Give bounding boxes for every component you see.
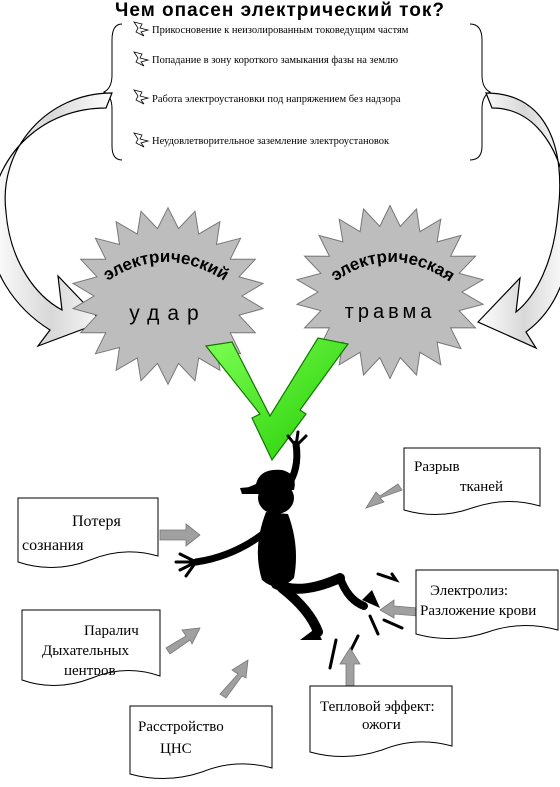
- starburst-electric-shock: [71, 206, 265, 386]
- effect-box-cns: [129, 705, 273, 780]
- person-figure-icon: [174, 430, 404, 670]
- pointer-arrow-icon: [365, 483, 403, 509]
- green-arrow-icon: [204, 337, 350, 462]
- cause-item: Прикосновение к неизолированным токоведу…: [152, 25, 409, 36]
- curved-arrow-icon: [476, 92, 560, 350]
- effect-box-electrolysis: [415, 569, 559, 640]
- effect-electrolysis-line2: Разложение крови: [420, 603, 537, 619]
- effect-cns-line1: Расстройство: [138, 719, 224, 735]
- pointer-arrow-icon: [219, 659, 249, 699]
- list-brace-right: [469, 23, 492, 161]
- pointer-arrow-icon: [165, 627, 201, 655]
- cause-item: Неудовлетворительное заземление электроу…: [152, 136, 390, 147]
- effect-box-thermal: [309, 685, 453, 758]
- effect-electrolysis-line1: Электролиз:: [430, 583, 509, 599]
- effect-consciousness-line2: сознания: [22, 537, 84, 554]
- starburst-electric-injury: [295, 204, 485, 380]
- cause-item: Попадание в зону короткого замыкания фаз…: [152, 55, 399, 66]
- starburst-2-bottom-label: травма: [345, 301, 436, 323]
- effect-tissue-line1: Разрыв: [414, 459, 460, 475]
- effect-paralysis-line1: Паралич: [84, 623, 139, 639]
- pointer-arrow-icon: [159, 523, 201, 547]
- pointer-arrow-icon: [339, 647, 361, 687]
- effect-thermal-line2: ожоги: [362, 717, 401, 733]
- page-title: Чем опасен электрический ток?: [115, 0, 445, 21]
- effect-tissue-line2: тканей: [460, 479, 503, 495]
- curved-arrow-icon: [0, 92, 113, 348]
- list-brace-left: [102, 23, 123, 161]
- effect-box-consciousness: [17, 497, 159, 569]
- pointer-arrow-icon: [379, 599, 419, 619]
- cause-item: Работа электроустановки под напряжением …: [152, 94, 401, 105]
- effect-paralysis-line3: центров: [64, 663, 116, 675]
- effect-cns-line2: ЦНС: [160, 741, 192, 757]
- effect-box-tissue: [403, 447, 541, 516]
- lightning-bullet-icon: [133, 21, 150, 148]
- effect-paralysis-line2: Дыхательных: [42, 643, 130, 659]
- effect-consciousness-line1: Потеря: [72, 513, 121, 530]
- starburst-1-bottom-label: удар: [129, 302, 206, 325]
- effect-thermal-line1: Тепловой эффект:: [320, 699, 435, 715]
- pointer-arrows: [159, 483, 419, 699]
- effect-box-paralysis: [21, 609, 161, 687]
